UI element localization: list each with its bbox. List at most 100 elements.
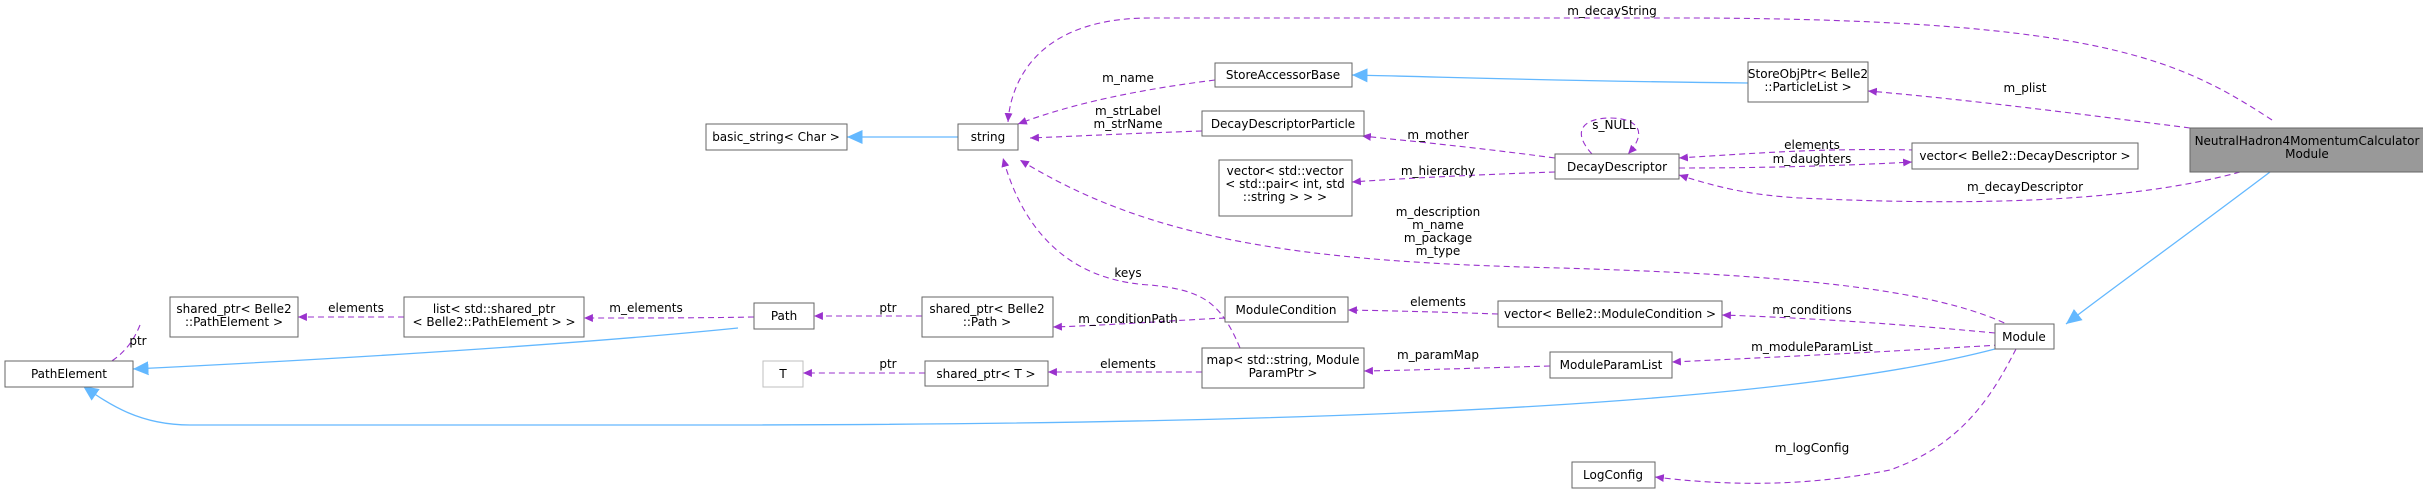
- text-line: m_mother: [1407, 128, 1468, 142]
- node-module[interactable]: Module: [1994, 323, 2055, 350]
- edge-m_logConfig: [1654, 348, 2017, 484]
- text-line: DecayDescriptorParticle: [1211, 117, 1355, 131]
- edge-m_daughters: [1678, 158, 1913, 169]
- label-m_conditions: m_conditions: [1772, 303, 1851, 317]
- svg-text:StoreObjPtr< Belle2::ParticleL: StoreObjPtr< Belle2::ParticleList >: [1748, 67, 1868, 94]
- text-line: < std::pair< int, std: [1225, 177, 1344, 191]
- text-line: LogConfig: [1583, 468, 1643, 482]
- text-line: elements: [328, 301, 384, 315]
- text-line: shared_ptr< T >: [936, 367, 1035, 381]
- svg-text:list< std::shared_ptr< Belle2:: list< std::shared_ptr< Belle2::PathEleme…: [412, 302, 575, 329]
- node-shared-ptr-path[interactable]: shared_ptr< Belle2::Path >: [921, 296, 1054, 338]
- label-elements-mc: elements: [1410, 295, 1466, 309]
- text-line: m_plist: [2004, 81, 2047, 95]
- edge-m_elements: [583, 314, 755, 322]
- text-line: string: [971, 130, 1005, 144]
- node-shared-ptr-t[interactable]: shared_ptr< T >: [924, 360, 1049, 387]
- label-m_conditionPath: m_conditionPath: [1078, 312, 1178, 326]
- node-string[interactable]: string: [957, 123, 1019, 151]
- node-basic-string[interactable]: basic_string< Char >: [705, 123, 848, 151]
- edge-m_paramMap: [1363, 365, 1551, 375]
- label-ptr-pe: ptr: [129, 334, 146, 348]
- svg-text:string: string: [971, 130, 1005, 144]
- svg-text:T: T: [778, 367, 787, 381]
- label-elements-dd: elements: [1784, 138, 1840, 152]
- text-line: elements: [1100, 357, 1156, 371]
- node-storeobjptr-particlelist[interactable]: StoreObjPtr< Belle2::ParticleList >: [1747, 61, 1869, 103]
- node-t[interactable]: T: [762, 360, 804, 388]
- text-line: m_paramMap: [1397, 348, 1479, 362]
- text-line: m_name: [1102, 71, 1154, 85]
- inherit-edge-path-pathelement: [132, 327, 739, 376]
- svg-text:basic_string< Char >: basic_string< Char >: [712, 130, 840, 144]
- label-elements-map: elements: [1100, 357, 1156, 371]
- label-elements-pe: elements: [328, 301, 384, 315]
- edge-m_hierarchy: [1351, 171, 1556, 186]
- node-decaydescriptor[interactable]: DecayDescriptor: [1554, 153, 1680, 180]
- label-s_NULL: s_NULL: [1592, 118, 1636, 132]
- node-list-shared-ptr[interactable]: list< std::shared_ptr< Belle2::PathEleme…: [403, 296, 585, 338]
- node-storeaccessorbase[interactable]: StoreAccessorBase: [1214, 62, 1353, 88]
- svg-text:vector< std::vector< std::pair: vector< std::vector< std::pair< int, std…: [1225, 164, 1344, 204]
- label-m_daughters: m_daughters: [1773, 152, 1852, 166]
- text-line: PathElement: [31, 367, 107, 381]
- node-vector-modulecondition[interactable]: vector< Belle2::ModuleCondition >: [1497, 300, 1723, 328]
- text-line: m_decayString: [1567, 4, 1657, 18]
- node-modulecondition[interactable]: ModuleCondition: [1224, 296, 1349, 323]
- label-keys: keys: [1114, 266, 1141, 280]
- node-logconfig[interactable]: LogConfig: [1571, 461, 1656, 489]
- node-pathelement[interactable]: PathElement: [4, 360, 134, 388]
- text-line: ::PathElement >: [185, 315, 283, 329]
- svg-text:ModuleCondition: ModuleCondition: [1236, 303, 1337, 317]
- text-line: Module: [2002, 330, 2046, 344]
- node-shared-ptr-pathelement[interactable]: shared_ptr< Belle2::PathElement >: [169, 296, 299, 338]
- edge-m_decayString: [1004, 17, 2273, 123]
- node-path[interactable]: Path: [753, 302, 815, 330]
- label-m_name: m_name: [1102, 71, 1154, 85]
- text-line: Path: [771, 309, 797, 323]
- node-decaydescriptorparticle[interactable]: DecayDescriptorParticle: [1201, 110, 1365, 137]
- text-line: m_package: [1404, 231, 1472, 245]
- svg-text:DecayDescriptorParticle: DecayDescriptorParticle: [1211, 117, 1355, 131]
- svg-text:Module: Module: [2002, 330, 2046, 344]
- edge-m_mother: [1361, 132, 1556, 159]
- node-moduleparamlist[interactable]: ModuleParamList: [1549, 351, 1673, 379]
- text-line: NeutralHadron4MomentumCalculator: [2195, 134, 2420, 148]
- text-line: Module: [2285, 147, 2329, 161]
- text-line: ModuleParamList: [1560, 358, 1663, 372]
- text-line: vector< std::vector: [1227, 164, 1344, 178]
- svg-text:LogConfig: LogConfig: [1583, 468, 1643, 482]
- text-line: m_description: [1396, 205, 1480, 219]
- node-vector-pair[interactable]: vector< std::vector< std::pair< int, std…: [1218, 159, 1353, 217]
- label-m_plist: m_plist: [2004, 81, 2047, 95]
- text-line: ParamPtr >: [1249, 366, 1318, 380]
- text-line: basic_string< Char >: [712, 130, 840, 144]
- text-line: ::ParticleList >: [1764, 80, 1851, 94]
- svg-text:PathElement: PathElement: [31, 367, 107, 381]
- text-line: StoreAccessorBase: [1226, 68, 1340, 82]
- node-vector-decaydescriptor[interactable]: vector< Belle2::DecayDescriptor >: [1911, 142, 2139, 170]
- label-m_moduleParamList: m_moduleParamList: [1751, 340, 1873, 354]
- svg-text:DecayDescriptor: DecayDescriptor: [1567, 160, 1667, 174]
- text-line: ::Path >: [963, 315, 1011, 329]
- text-line: m_strName: [1094, 117, 1163, 131]
- svg-text:shared_ptr< Belle2::PathElemen: shared_ptr< Belle2::PathElement >: [176, 302, 291, 329]
- text-line: vector< Belle2::DecayDescriptor >: [1919, 149, 2130, 163]
- svg-text:shared_ptr< T >: shared_ptr< T >: [936, 367, 1035, 381]
- svg-text:StoreAccessorBase: StoreAccessorBase: [1226, 68, 1340, 82]
- text-line: keys: [1114, 266, 1141, 280]
- svg-text:vector< Belle2::DecayDescripto: vector< Belle2::DecayDescriptor >: [1919, 149, 2130, 163]
- text-line: ptr: [879, 357, 896, 371]
- text-line: shared_ptr< Belle2: [176, 302, 291, 316]
- svg-text:Path: Path: [771, 309, 797, 323]
- text-line: map< std::string, Module: [1207, 353, 1360, 367]
- inherit-edge-storeobjptr-storeaccessorbase: [1351, 68, 1749, 84]
- edge-m_description: [1019, 159, 2023, 333]
- edge-m_strLabel: [1029, 130, 1203, 142]
- label-m_logConfig: m_logConfig: [1775, 441, 1849, 455]
